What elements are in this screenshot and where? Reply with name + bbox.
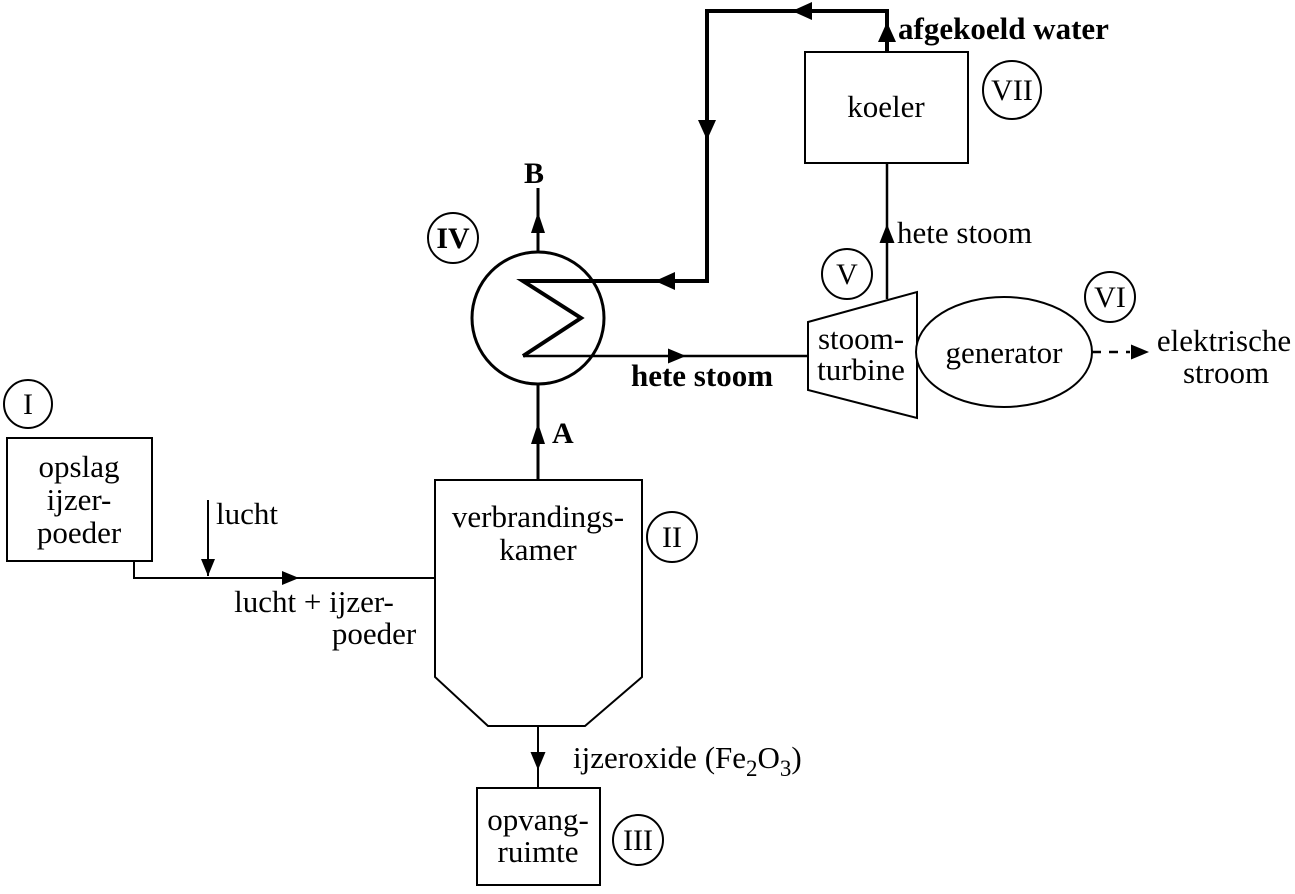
ijzeroxide-subscript-3: 3	[780, 756, 792, 781]
hete-stoom-turbine-label: hete stoom	[631, 358, 773, 393]
numeral-II: II	[662, 521, 682, 554]
generator-label: generator	[945, 335, 1063, 370]
ijzeroxide-infix: O	[758, 740, 780, 775]
arrow-b-up-icon	[531, 212, 545, 233]
lucht-ijzerpoeder-label-line2: poeder	[332, 616, 417, 651]
ijzeroxide-prefix: ijzeroxide (Fe	[573, 740, 746, 775]
numeral-VII: VII	[991, 74, 1033, 107]
numeral-circle-VII	[982, 60, 1042, 120]
numeral-circle-VI	[1084, 271, 1136, 323]
numeral-V: V	[836, 258, 858, 291]
lucht-label: lucht	[216, 496, 278, 531]
numeral-I: I	[23, 388, 33, 421]
elektrische-stroom-label-line1: elektrische	[1157, 323, 1291, 358]
arrow-ijzeroxide-down-icon	[530, 752, 546, 770]
opvangruimte-box	[476, 787, 601, 886]
koeler-label: koeler	[847, 89, 925, 124]
lucht-ijzerpoeder-label-line1: lucht + ijzer-	[234, 584, 394, 619]
opvangruimte-label-line2: ruimte	[498, 834, 579, 869]
afgekoeld-water-label: afgekoeld water	[898, 11, 1109, 46]
arrow-loop-left-icon	[792, 2, 812, 20]
arrow-riser-up-icon	[879, 224, 895, 243]
opvangruimte-label-line1: opvang-	[487, 802, 589, 837]
stream-a-label: A	[552, 417, 574, 450]
verbrandingskamer-label-line2: kamer	[499, 532, 577, 567]
stoomturbine-label-line1: stoom-	[818, 321, 904, 356]
ijzeroxide-suffix: )	[791, 740, 801, 775]
numeral-IV: IV	[436, 222, 470, 255]
hete-stoom-koeler-label: hete stoom	[897, 215, 1032, 250]
arrow-hete-stoom-right-icon	[668, 348, 686, 364]
ijzeroxide-subscript-2: 2	[746, 756, 758, 781]
stream-b-label: B	[524, 157, 544, 190]
stoomturbine-label-line2: turbine	[817, 352, 905, 387]
opslag-label-line1: opslag	[39, 449, 120, 484]
stoomturbine-trapezoid	[807, 290, 918, 420]
verbrandingskamer-label-line1: verbrandings-	[452, 499, 624, 534]
numeral-III: III	[623, 824, 653, 857]
arrow-elektrisch-right-icon	[1131, 344, 1149, 360]
numeral-circle-I	[3, 379, 53, 429]
numeral-circle-IV	[427, 212, 479, 264]
arrow-loop-up-icon	[878, 22, 896, 42]
numeral-circle-II	[646, 511, 698, 563]
koeler-box	[804, 51, 969, 164]
opslag-label-line3: poeder	[37, 515, 122, 550]
ijzeroxide-label: ijzeroxide (Fe2O3)	[573, 740, 802, 781]
pipe-afgekoeld-water-loop	[516, 9, 889, 358]
verbrandingskamer-vessel	[434, 479, 643, 727]
arrow-mengsel-right-icon	[282, 571, 299, 585]
arrow-lucht-down-icon	[201, 559, 215, 576]
elektrische-stroom-label-line2: stroom	[1183, 355, 1269, 390]
arrow-loop-down-icon	[698, 120, 716, 140]
numeral-VI: VI	[1094, 281, 1126, 314]
arrow-a-up-icon	[531, 423, 545, 444]
opslag-label-line2: ijzer-	[47, 482, 112, 517]
numeral-circle-V	[821, 248, 873, 300]
pipe-opslag-naar-kamer	[133, 561, 435, 579]
arrow-loop-into-exchanger-icon	[655, 272, 675, 290]
opslag-ijzerpoeder-box	[6, 437, 153, 562]
numeral-circle-III	[612, 814, 664, 866]
